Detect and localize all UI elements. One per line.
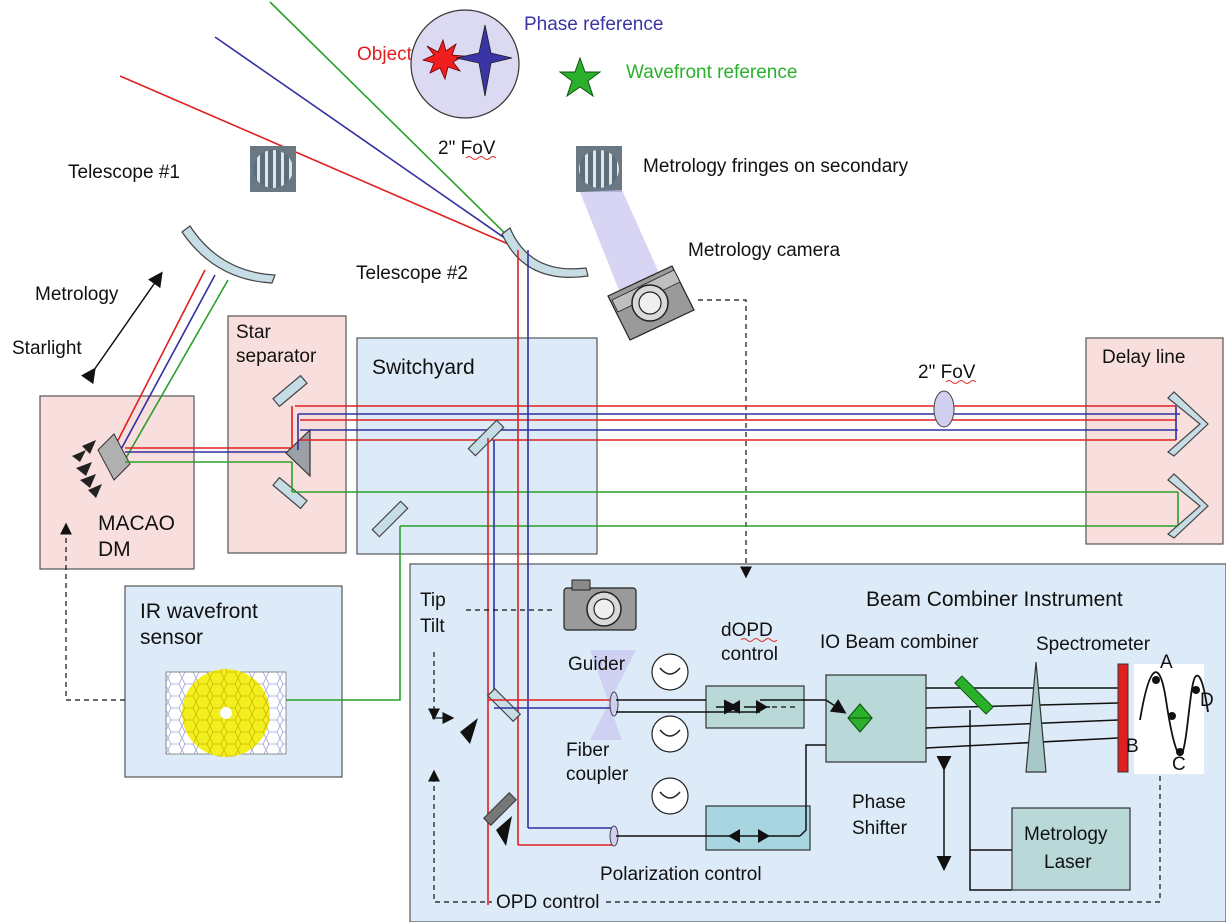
fringe-label-D: D — [1200, 690, 1214, 711]
spectrometer-prism — [1025, 661, 1047, 773]
phase-reference-star-icon — [455, 24, 513, 97]
dopd-arrowhead-back — [728, 700, 740, 714]
fringe-label-C: C — [1172, 754, 1186, 775]
dopd-label-1: dOPD — [721, 620, 773, 641]
opd-control-label: OPD control — [496, 892, 599, 913]
metrology-laser-label-1: Metrology — [1024, 824, 1108, 845]
metrology-side-label: Metrology — [35, 284, 119, 305]
tiptilt-actuator-bottom — [496, 816, 512, 846]
metrology-laser-label-2: Laser — [1044, 852, 1092, 873]
polar-arrowhead-1 — [728, 829, 740, 843]
metrology-laser-box — [1011, 807, 1131, 891]
object-label: Object — [357, 44, 413, 65]
telescope-1-label: Telescope #1 — [68, 162, 180, 183]
fringe-label-A: A — [1160, 652, 1173, 673]
irws-label-1: IR wavefront — [140, 600, 258, 623]
phase-reference-label: Phase reference — [524, 14, 663, 35]
metrology-splitter — [954, 675, 994, 715]
dopd-underline — [740, 638, 778, 642]
io-combiner-box — [825, 674, 927, 763]
polarization-label: Polarization control — [600, 864, 762, 885]
delay-line-box — [1085, 337, 1224, 545]
fringe-label-B: B — [1126, 736, 1139, 757]
fov-mid-lens — [933, 390, 955, 428]
wavefront-reference-star-icon — [558, 56, 602, 98]
fov-mid-label: 2" FoV — [918, 362, 976, 383]
dopd-label-2: control — [721, 644, 778, 665]
star-separator-label-1: Star — [236, 322, 272, 343]
tilt-label: Tilt — [420, 616, 445, 637]
macao-label-2: DM — [98, 538, 131, 561]
tip-label: Tip — [420, 590, 446, 611]
fov-mid-underline — [945, 380, 977, 384]
metrology-camera-dashed-link — [698, 299, 752, 579]
starlight-side-label: Starlight — [12, 338, 82, 359]
metrology-starlight-arrow — [80, 271, 163, 385]
phase-shifter-label-1: Phase — [852, 792, 906, 813]
switchyard-label: Switchyard — [372, 356, 475, 379]
telescope-1-mirror — [181, 225, 276, 284]
object-burst-icon — [421, 38, 466, 81]
irws-dm-dashed-link — [60, 522, 125, 701]
io-input-arrow — [825, 699, 847, 714]
metrology-camera-icon — [607, 265, 695, 341]
fiber-lens-top — [609, 691, 619, 717]
delay-line-retro-top — [1167, 391, 1209, 457]
splitter-to-laser — [969, 710, 1012, 891]
switchyard-mirror-bottom — [371, 500, 409, 538]
polar-to-io — [799, 744, 826, 837]
macao-label-1: MACAO — [98, 512, 175, 535]
opd-label-bg — [492, 888, 604, 912]
bci-title: Beam Combiner Instrument — [866, 588, 1123, 611]
polarization-box — [705, 805, 811, 851]
fov-top-label: 2" FoV — [438, 138, 496, 159]
star-separator-mirror-top — [272, 374, 308, 408]
sky-fov-circle — [410, 9, 520, 119]
star-separator-mirror-bottom — [272, 476, 308, 510]
opd-control-dashed-loop — [428, 769, 1161, 903]
telescope-2-mirror — [501, 227, 589, 278]
fringe-curve — [1134, 664, 1209, 774]
wavefront-sensor-lenslet-icon — [165, 669, 287, 757]
fiber-label-1: Fiber — [566, 740, 610, 761]
macao-dm-icon — [72, 433, 131, 498]
fiber-label-2: coupler — [566, 764, 629, 785]
guider-label: Guider — [568, 654, 626, 675]
wavefront-reference-label: Wavefront reference — [626, 62, 797, 83]
polar-arrowhead-2 — [758, 829, 770, 843]
dopd-arrowhead — [756, 700, 768, 714]
star-separator-label-2: separator — [236, 346, 317, 367]
fov-top-underline — [465, 156, 497, 160]
fiber-spool-2 — [651, 715, 689, 753]
tiptilt-mirror-bottom — [483, 792, 517, 826]
metrology-camera-label: Metrology camera — [688, 240, 840, 261]
metrology-fringes-label: Metrology fringes on secondary — [643, 156, 909, 177]
tiptilt-actuator-top — [460, 718, 478, 744]
irws-label-2: sensor — [140, 626, 203, 649]
phase-shifter-label-2: Shifter — [852, 818, 908, 839]
detector-bar — [1117, 663, 1129, 773]
delay-line-retro-bottom — [1167, 473, 1209, 539]
switchyard-mirror-top — [467, 419, 505, 457]
telescope-2-label: Telescope #2 — [356, 263, 468, 284]
spectrometer-label: Spectrometer — [1036, 634, 1151, 655]
delay-line-label: Delay line — [1102, 347, 1185, 368]
io-combiner-label: IO Beam combiner — [820, 632, 979, 653]
metrology-fringe-icon — [576, 146, 622, 192]
fiber-spool-3 — [651, 777, 689, 815]
star-separator-box — [227, 315, 347, 554]
telescope-1-fringe-icon — [250, 146, 296, 192]
fiber-spool-1 — [651, 653, 689, 691]
